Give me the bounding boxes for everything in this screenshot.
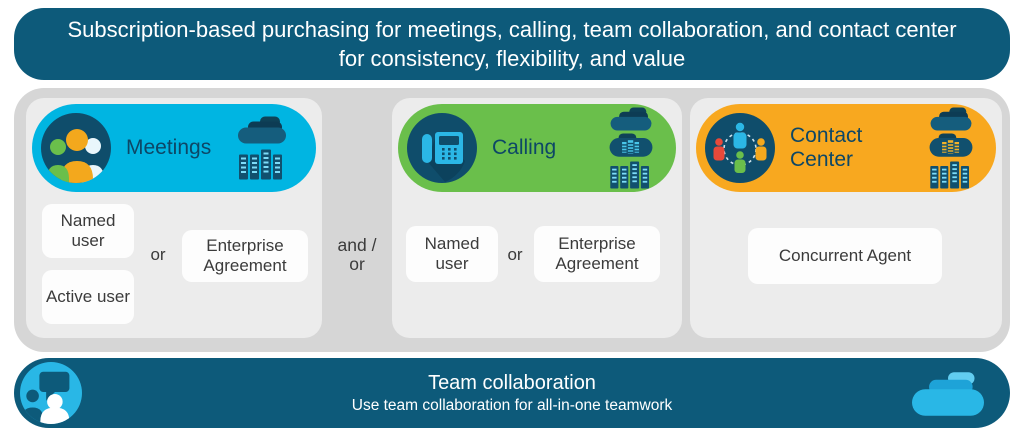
and-or-connector: and / or — [322, 236, 392, 274]
cloud-servers-icon — [928, 133, 974, 159]
team-collaboration-subtitle: Use team collaboration for all-in-one te… — [351, 397, 673, 414]
meetings-deployment-icons — [236, 116, 288, 180]
named-user-box: Named user — [406, 226, 498, 282]
desk-phone-icon — [407, 113, 477, 183]
people-group-icon — [41, 113, 111, 183]
banner-line-1: Subscription-based purchasing for meetin… — [67, 17, 957, 42]
meetings-title: Meetings — [126, 135, 212, 159]
team-collaboration-bar: Team collaboration Use team collaboratio… — [14, 358, 1010, 428]
servers-icon — [610, 161, 652, 189]
stacked-cloud-icon — [912, 372, 984, 416]
calling-section: Calling — [392, 98, 682, 338]
contact-center-header-pill: Contact Center — [696, 104, 996, 192]
cloud-servers-icon — [608, 133, 654, 159]
contact-center-deployment-icons — [928, 107, 974, 189]
calling-or-label: or — [507, 245, 523, 264]
named-user-box: Named user — [42, 204, 134, 258]
footer-text: Team collaboration Use team collaboratio… — [14, 371, 1010, 415]
and-or-line-2: or — [349, 254, 365, 274]
enterprise-agreement-box: Enterprise Agreement — [182, 230, 308, 282]
agents-network-icon — [705, 113, 775, 183]
team-collaboration-title: Team collaboration — [428, 372, 596, 394]
contact-center-title: Contact Center — [790, 123, 863, 171]
cloud-icon — [928, 107, 974, 131]
meetings-section: Meetings — [26, 98, 322, 338]
concurrent-agent-box: Concurrent Agent — [748, 228, 942, 284]
contact-center-section: Contact Center — [690, 98, 1002, 338]
calling-header-pill: Calling — [398, 104, 676, 192]
servers-icon — [930, 161, 972, 189]
chat-person-icon — [20, 362, 82, 424]
meetings-or-label: or — [150, 245, 166, 264]
servers-icon — [239, 149, 285, 180]
cloud-icon — [608, 107, 654, 131]
meetings-header-pill: Meetings — [32, 104, 316, 192]
calling-title: Calling — [492, 135, 557, 159]
banner-line-2: for consistency, flexibility, and value — [338, 46, 686, 71]
calling-deployment-icons — [608, 107, 654, 189]
and-or-line-1: and / — [337, 235, 377, 255]
enterprise-agreement-box: Enterprise Agreement — [534, 226, 660, 282]
active-user-box: Active user — [42, 270, 134, 324]
purchasing-options-container: Meetings — [14, 88, 1010, 352]
title-banner: Subscription-based purchasing for meetin… — [14, 8, 1010, 80]
cloud-icon — [236, 116, 288, 144]
